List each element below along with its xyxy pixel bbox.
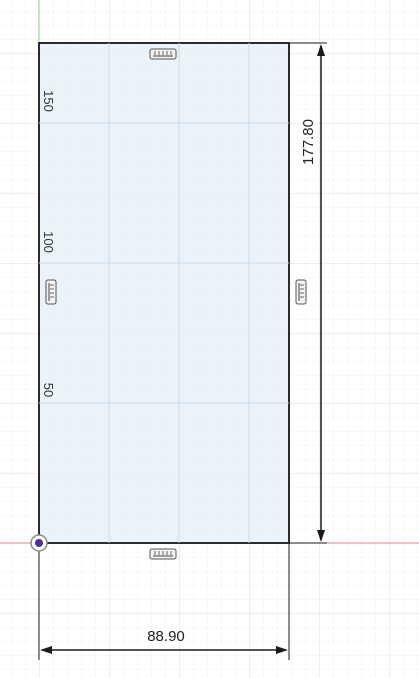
rectangle-inner-grid	[39, 43, 289, 543]
arrowhead-left-icon	[40, 646, 52, 654]
arrowhead-right-icon	[276, 646, 288, 654]
vertical-constraint-icon[interactable]	[45, 279, 57, 305]
arrowhead-up-icon	[317, 44, 325, 56]
height-dimension[interactable]: 177.80	[289, 42, 327, 544]
vertical-constraint-icon[interactable]	[295, 279, 307, 305]
grid-label-100: 100	[41, 231, 56, 253]
origin-point-icon[interactable]	[30, 534, 48, 552]
sketch-rectangle[interactable]	[38, 42, 290, 544]
width-dimension[interactable]: 88.90	[38, 543, 290, 660]
width-dimension-value[interactable]: 88.90	[147, 628, 185, 645]
arrowhead-down-icon	[317, 530, 325, 542]
height-dimension-value[interactable]: 177.80	[300, 119, 317, 165]
horizontal-constraint-icon[interactable]	[149, 48, 177, 60]
grid-label-50: 50	[41, 383, 56, 397]
grid-label-150: 150	[41, 90, 56, 112]
horizontal-constraint-icon[interactable]	[149, 548, 177, 560]
